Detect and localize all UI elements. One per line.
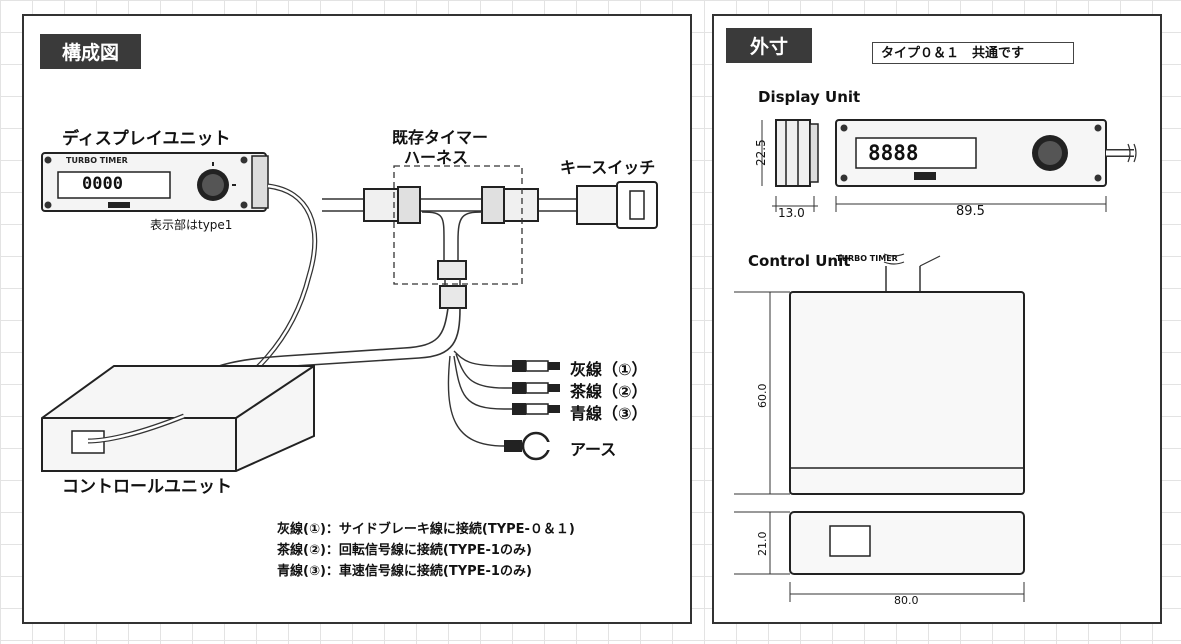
- key-switch-label: キースイッチ: [560, 158, 656, 177]
- configuration-panel: 構成図: [22, 14, 692, 624]
- display-unit-title: Display Unit: [758, 88, 861, 106]
- display-side-view: [761, 119, 819, 212]
- dim-control-width: 80.0: [894, 594, 919, 607]
- dimensions-heading: 外寸: [726, 28, 813, 63]
- note-brown-wire: 茶線(②)：回転信号線に接続(TYPE-1のみ): [277, 543, 532, 558]
- signal-wires: [447, 350, 560, 461]
- configuration-heading: 構成図: [40, 34, 142, 69]
- wire-label-brown: 茶線（②）: [570, 382, 648, 401]
- dim-control-thickness: 21.0: [756, 531, 769, 557]
- display-digits-right: 8888: [868, 141, 919, 165]
- display-note: 表示部はtype1: [150, 218, 233, 232]
- display-digits: 0000: [82, 174, 123, 194]
- note-blue-wire: 青線(③)：車速信号線に接続(TYPE-1のみ): [277, 564, 532, 579]
- harness-label-1: 既存タイマー: [392, 128, 489, 147]
- dimensions-panel: 外寸 タイプ０＆１ 共通です Display Unit: [712, 14, 1162, 624]
- dim-display-height: 22.5: [754, 139, 768, 166]
- dim-display-width: 89.5: [956, 204, 985, 219]
- dim-control-height: 60.0: [756, 383, 769, 409]
- dimensions-diagram: [734, 119, 1137, 602]
- common-note: タイプ０＆１ 共通です: [872, 42, 1074, 64]
- display-unit-label: ディスプレイユニット: [62, 129, 231, 149]
- wire-label-gray: 灰線（①）: [570, 360, 648, 379]
- display-brand-right: TURBO TIMER: [836, 254, 898, 263]
- harness-label-2: ハーネス: [404, 148, 469, 167]
- control-unit-title: Control Unit: [748, 252, 851, 270]
- control-unit-label: コントロールユニット: [62, 477, 232, 497]
- main-harness: [218, 307, 449, 367]
- display-brand: TURBO TIMER: [66, 156, 128, 165]
- harness: [322, 165, 658, 309]
- control-unit-views: [734, 253, 1025, 602]
- note-gray-wire: 灰線(①)：サイドブレーキ線に接続(TYPE-０＆１): [277, 522, 575, 537]
- ground-label: アース: [570, 440, 617, 459]
- wire-label-blue: 青線（③）: [570, 404, 648, 423]
- display-front-view: [835, 119, 1137, 212]
- display-unit: [41, 152, 269, 212]
- configuration-diagram: [41, 152, 658, 472]
- dim-display-depth: 13.0: [778, 206, 805, 220]
